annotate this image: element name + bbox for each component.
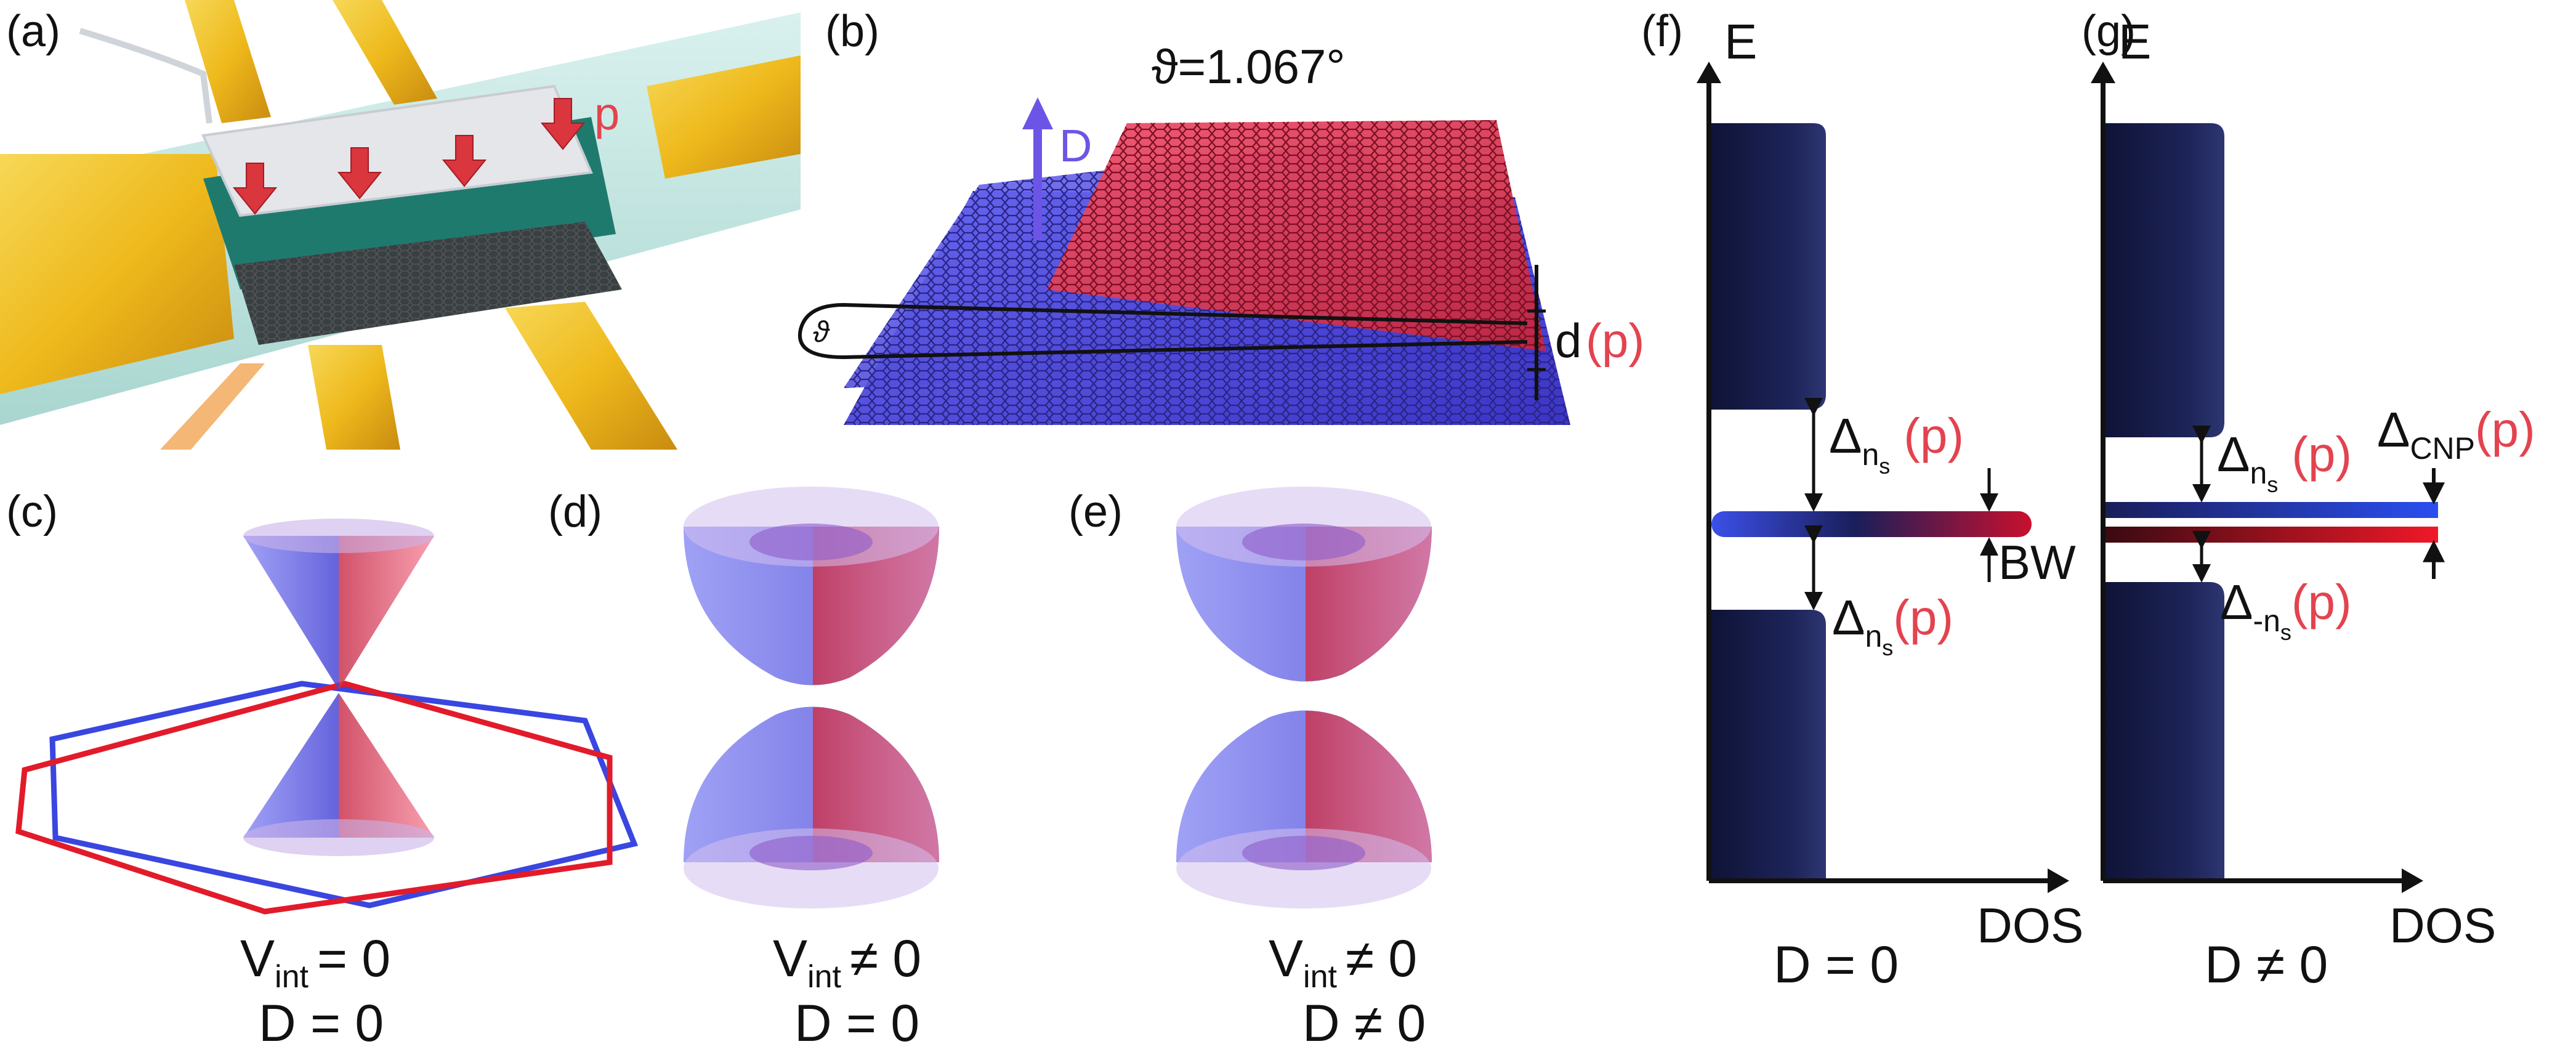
x-axis-arrow-f [2048,868,2069,893]
panel-f: (f) E DOS Δns(p) Δns(p) BW D = 0 [1641,7,2083,993]
vint-label-c: Vint= 0 [240,929,390,995]
panel-label-e: (e) [1068,487,1123,536]
flat-band-f [1711,511,2032,537]
orange-lead [160,363,265,450]
panel-g: (g) E DOS Δns(p) ΔCNP(p) Δ-ns(p) D ≠ 0 [2081,7,2535,993]
x-axis-label-f: DOS [1977,898,2083,953]
pressure-arrows [232,98,586,215]
dos-lower-block-f [1711,610,1826,878]
gap-upper-label-f: Δns(p) [1829,408,1964,479]
distance-pressure: (p) [1586,314,1644,368]
gold-pad-right [647,55,801,179]
panel-c: (c) Vint= 0 D = 0 [6,487,639,1052]
y-axis-arrow-f [1697,62,1721,83]
y-axis-label-f: E [1724,14,1757,69]
twist-angle-symbol: ϑ [813,316,830,349]
bz-red [15,681,613,915]
d-label-c: D = 0 [259,994,384,1052]
x-axis-label-g: DOS [2389,898,2496,953]
gap-lower-label-g: Δ-ns(p) [2220,575,2352,645]
d-label-d: D = 0 [794,994,919,1052]
band-lower-e-inner [1242,836,1365,870]
y-axis-label-g: E [2118,14,2151,69]
flat-band-lower-g [2106,527,2438,543]
gold-lead-2 [333,0,437,105]
gold-lead-3 [308,345,400,450]
dos-upper-block-g [2106,123,2224,437]
panel-d: (d) Vint≠ 0 D = 0 [548,487,939,1052]
panel-e: (e) Vint≠ 0 D ≠ 0 [1068,487,1432,1052]
bond-wire [79,28,212,124]
gold-pad-left [0,154,234,394]
bz-blue [49,681,639,908]
cone-lower-left [243,693,339,838]
panel-label-d: (d) [548,487,602,536]
y-axis-arrow-g [2091,62,2115,83]
panel-label-f: (f) [1641,7,1683,56]
cone-upper-rim [243,519,434,553]
dos-upper-block-f [1711,123,1826,410]
distance-label: d [1555,314,1581,368]
panel-label-a: (a) [6,7,60,56]
vint-label-e: Vint≠ 0 [1269,929,1417,995]
gold-lead-1 [185,0,271,123]
band-lower-e-red [1306,711,1432,862]
cone-lower-right [339,693,434,838]
band-upper-e-red [1306,527,1432,681]
cone-upper-left [243,536,339,690]
band-lower-d-inner [749,836,873,870]
d-label-e: D ≠ 0 [1302,994,1426,1052]
pressure-label-a: p [594,88,620,139]
dos-lower-block-g [2106,582,2224,878]
x-axis-arrow-g [2402,868,2423,893]
band-upper-d-inner [749,524,873,560]
gap-upper-label-g: Δns(p) [2217,427,2352,497]
red-sheet-lattice [1047,120,1546,351]
bandwidth-label-f: BW [1998,535,2076,589]
panel-b: (b) D ϑ=1.067° ϑ d (p) [797,7,1644,425]
band-upper-e-inner [1242,524,1365,560]
panel-label-g: (g) [2081,7,2136,56]
condition-label-g: D ≠ 0 [2205,936,2328,993]
twist-angle-title: ϑ=1.067° [1152,39,1346,94]
panel-label-b: (b) [825,7,879,56]
vint-label-d: Vint≠ 0 [773,929,921,995]
flat-band-upper-g [2106,502,2438,518]
panel-label-c: (c) [6,487,58,536]
field-arrow-head [1022,97,1053,129]
band-lower-d-red [813,707,939,862]
cnp-label-g: ΔCNP(p) [2377,402,2535,466]
graphene-lattice [234,222,622,345]
condition-label-f: D = 0 [1774,936,1899,993]
twist-angle-loop [797,302,1528,360]
cone-lower-rim [243,819,434,856]
field-label: D [1059,120,1092,171]
gap-lower-label-f: Δns(p) [1832,590,1953,660]
cone-upper-right [339,536,434,690]
top-gate [201,84,593,217]
panel-a: (a) p [0,0,801,450]
gold-lead-4 [505,302,677,450]
band-upper-d-red [813,527,939,685]
